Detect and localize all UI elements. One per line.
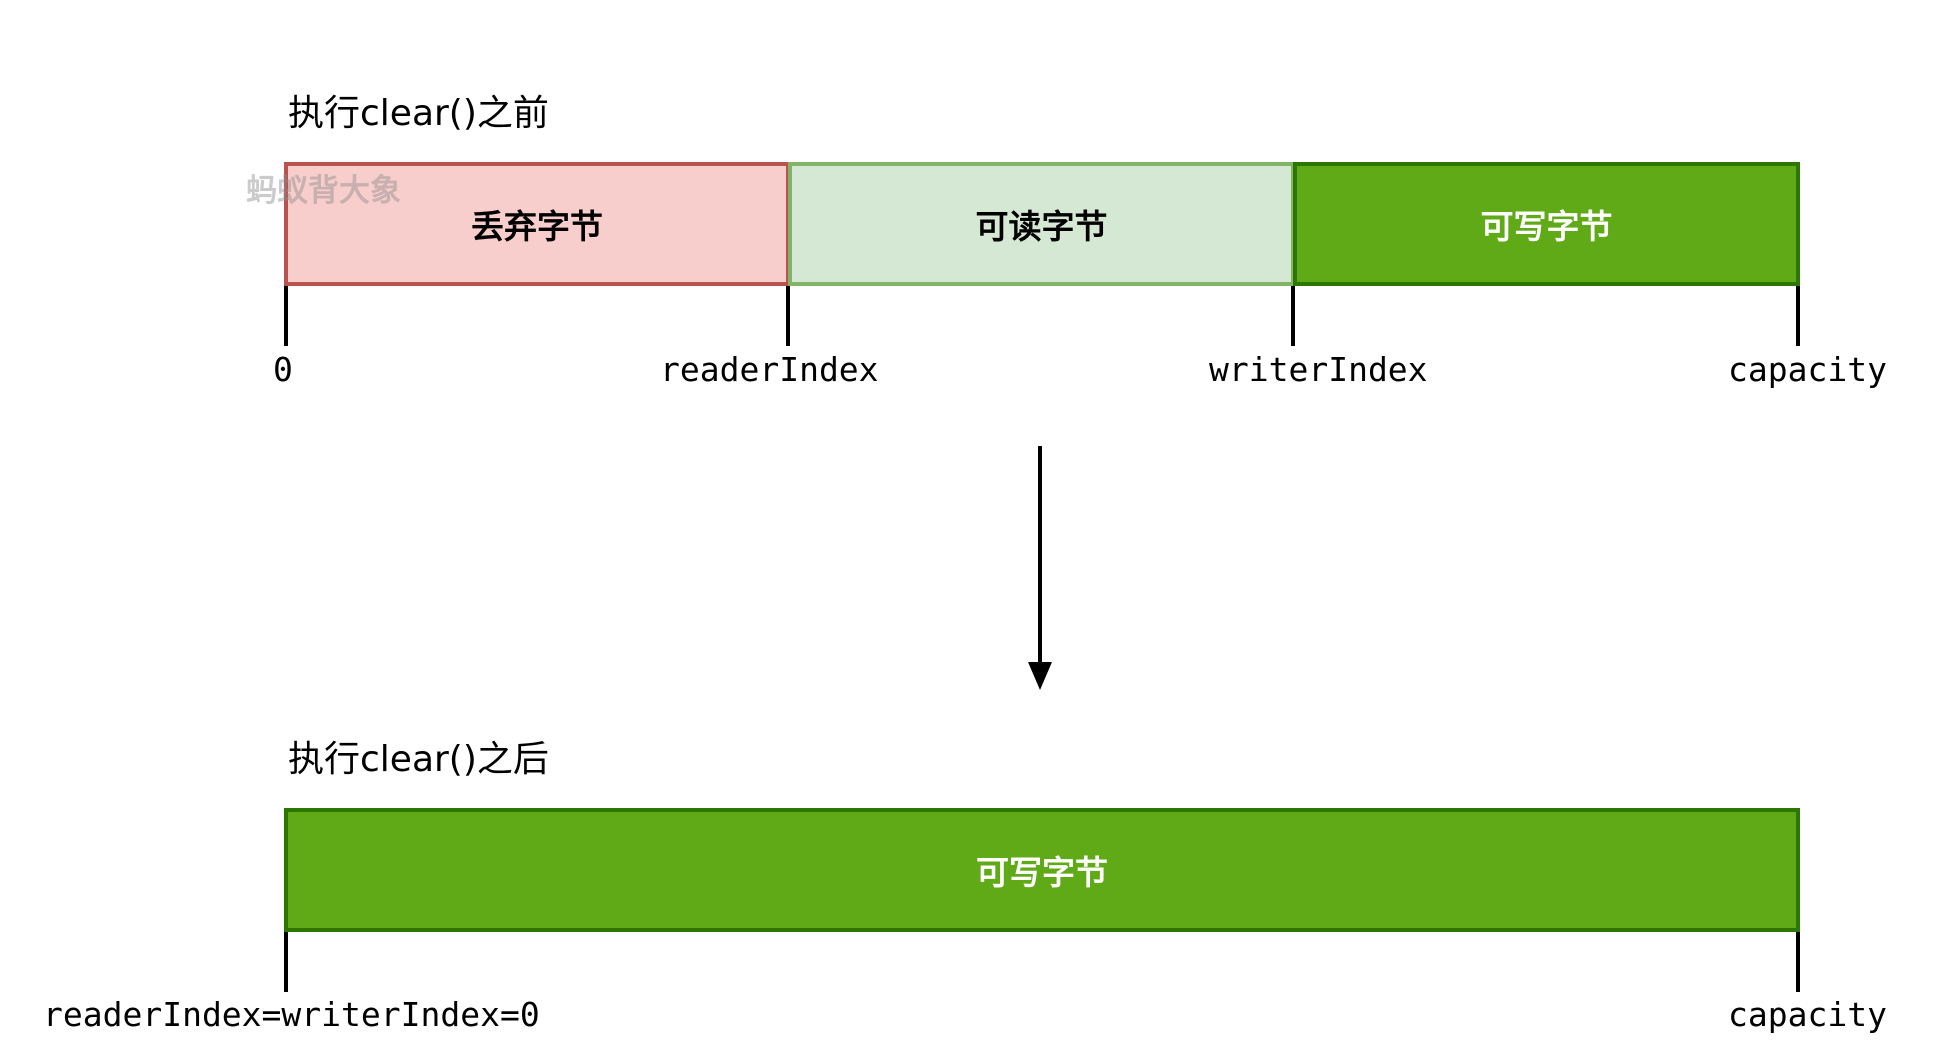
tick-reader-writer-zero (284, 932, 288, 992)
tick-zero (284, 286, 288, 346)
label-reader-index: readerIndex (660, 350, 879, 389)
readable-bytes-label: 可读字节 (975, 207, 1108, 246)
watermark: 蚂蚁背大象 (246, 173, 401, 209)
writable-bytes-segment: 可写字节 (1293, 162, 1800, 286)
before-title: 执行clear()之前 (288, 93, 549, 134)
tick-reader-index (786, 286, 790, 346)
tick-capacity-after (1796, 932, 1800, 992)
after-title: 执行clear()之后 (288, 739, 549, 780)
label-zero: 0 (273, 350, 293, 389)
tick-capacity (1796, 286, 1800, 346)
writable-bytes-label: 可写字节 (1480, 207, 1613, 246)
label-reader-writer-zero: readerIndex=writerIndex=0 (43, 995, 540, 1034)
tick-writer-index (1291, 286, 1295, 346)
after-writable-bytes-label: 可写字节 (976, 853, 1108, 892)
discarded-bytes-label: 丢弃字节 (471, 207, 603, 246)
label-capacity-before: capacity (1728, 350, 1887, 389)
label-writer-index: writerIndex (1209, 350, 1428, 389)
discarded-bytes-segment: 丢弃字节 (284, 162, 790, 286)
readable-bytes-segment: 可读字节 (788, 162, 1295, 286)
label-capacity-after: capacity (1728, 995, 1887, 1034)
down-arrow-icon (1028, 446, 1052, 690)
after-writable-bytes-segment: 可写字节 (284, 808, 1800, 932)
